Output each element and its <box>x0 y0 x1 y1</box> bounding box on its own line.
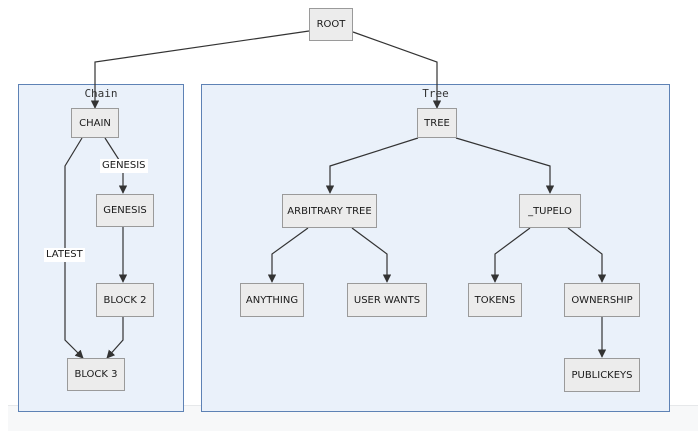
node-ownership[interactable]: OWNERSHIP <box>564 283 640 317</box>
node-user-wants[interactable]: USER WANTS <box>347 283 427 317</box>
edge-label-genesis: GENESIS <box>100 159 148 173</box>
edge-tree-tupelo <box>455 137 555 194</box>
edge-tree-arbitrary <box>325 137 419 194</box>
edge-arbitrary-userwants <box>351 227 392 283</box>
edge-tupelo-tokens <box>490 227 531 283</box>
cluster-chain-label: Chain <box>84 87 118 100</box>
node-tokens[interactable]: TOKENS <box>468 283 522 317</box>
node-chain[interactable]: CHAIN <box>71 108 119 138</box>
node-genesis[interactable]: GENESIS <box>96 194 154 227</box>
cluster-tree-label: Tree <box>422 87 449 100</box>
edge-arbitrary-anything <box>267 227 309 283</box>
node-arbitrary-tree[interactable]: ARBITRARY TREE <box>282 194 377 228</box>
edge-tupelo-ownership <box>567 227 607 283</box>
cluster-tree: Tree <box>201 84 670 412</box>
node-block2[interactable]: BLOCK 2 <box>96 283 154 317</box>
node-publickeys[interactable]: PUBLICKEYS <box>564 358 640 392</box>
edge-root-tree <box>352 31 442 109</box>
edge-block2-block3 <box>106 317 124 359</box>
node-tree[interactable]: TREE <box>417 108 457 138</box>
edge-label-latest: LATEST <box>44 248 85 262</box>
node-tupelo[interactable]: _TUPELO <box>519 194 581 228</box>
node-block3[interactable]: BLOCK 3 <box>67 358 125 391</box>
node-anything[interactable]: ANYTHING <box>240 283 304 317</box>
edge-root-chain <box>90 30 310 109</box>
node-root[interactable]: ROOT <box>309 8 353 41</box>
